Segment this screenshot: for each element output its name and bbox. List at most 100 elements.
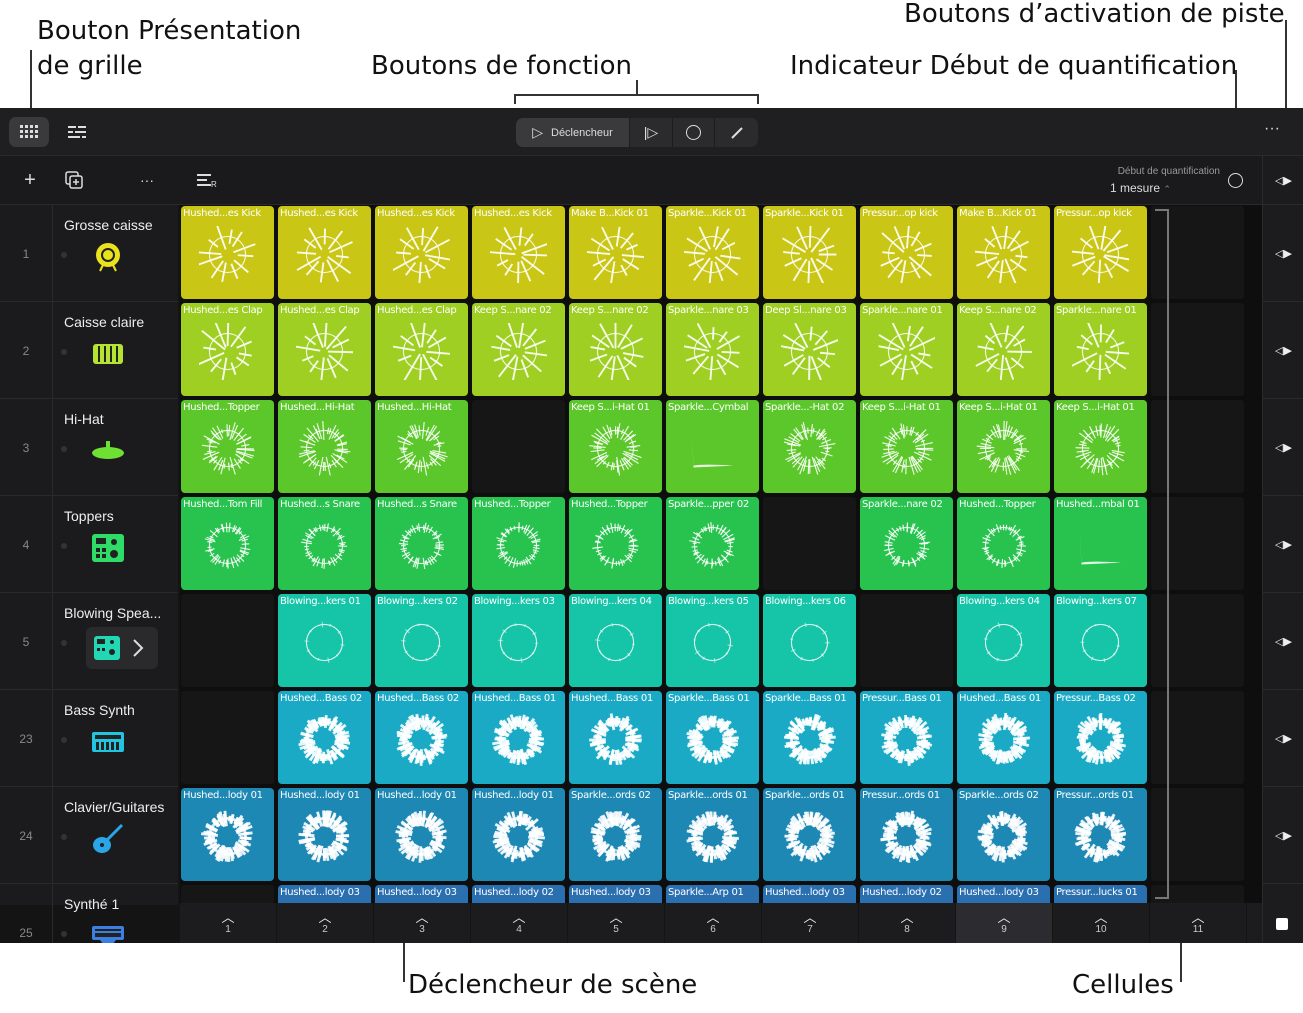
loop-cell[interactable]: Hushed...mbal 01 — [1054, 497, 1147, 590]
loop-cell[interactable]: Pressur...Bass 02 — [1054, 691, 1147, 784]
loop-cell[interactable]: Hushed...Bass 01 — [472, 691, 565, 784]
loop-cell[interactable]: Blowing...kers 01 — [278, 594, 371, 687]
track-activation-button[interactable]: ◁▶ — [1263, 496, 1303, 593]
loop-cell[interactable]: Sparkle...ords 01 — [763, 788, 856, 881]
loop-cell[interactable]: Sparkle...Kick 01 — [763, 206, 856, 299]
loop-cell[interactable]: Sparkle...Bass 01 — [666, 691, 759, 784]
scene-trigger-3[interactable]: ︿3 — [374, 903, 471, 943]
loop-cell[interactable]: Pressur...op kick — [860, 206, 953, 299]
edit-button[interactable] — [715, 118, 758, 147]
loop-cell[interactable]: Sparkle...nare 02 — [860, 497, 953, 590]
loop-cell[interactable]: Hushed...Bass 01 — [957, 691, 1050, 784]
loop-cell[interactable]: Sparkle...Cymbal — [666, 400, 759, 493]
empty-slot[interactable] — [472, 400, 565, 493]
loop-cell[interactable]: Sparkle...nare 01 — [1054, 303, 1147, 396]
loop-cell[interactable]: Hushed...lody 01 — [278, 788, 371, 881]
scene-trigger-6[interactable]: ︿6 — [665, 903, 762, 943]
empty-slot[interactable] — [1151, 788, 1244, 881]
loop-cell[interactable]: Keep S...nare 02 — [472, 303, 565, 396]
loop-cell[interactable]: Blowing...kers 06 — [763, 594, 856, 687]
loop-cell[interactable]: Blowing...kers 07 — [1054, 594, 1147, 687]
more-options-button[interactable]: ··· — [1264, 120, 1280, 137]
empty-slot[interactable] — [1151, 400, 1244, 493]
loop-cell[interactable]: Sparkle...nare 03 — [666, 303, 759, 396]
trigger-button[interactable]: ▷ Déclencheur — [516, 118, 630, 147]
track-activation-button[interactable]: ◁▶ — [1263, 593, 1303, 690]
scene-trigger-1[interactable]: ︿1 — [180, 903, 277, 943]
loop-cell[interactable]: Hushed...es Clap — [181, 303, 274, 396]
scene-trigger-2[interactable]: ︿2 — [277, 903, 374, 943]
empty-slot[interactable] — [181, 691, 274, 784]
scene-trigger-7[interactable]: ︿7 — [762, 903, 859, 943]
loop-cell[interactable]: Keep S...i-Hat 01 — [860, 400, 953, 493]
loop-cell[interactable]: Blowing...kers 04 — [569, 594, 662, 687]
track-activation-button[interactable]: ◁▶ — [1263, 690, 1303, 787]
loop-cell[interactable]: Hushed...Hi-Hat — [278, 400, 371, 493]
loop-cell[interactable]: Keep S...i-Hat 01 — [1054, 400, 1147, 493]
duplicate-button[interactable] — [62, 168, 86, 192]
loop-cell[interactable]: Sparkle...ords 01 — [666, 788, 759, 881]
loop-cell[interactable]: Hushed...es Kick — [375, 206, 468, 299]
loop-cell[interactable]: Hushed...es Clap — [278, 303, 371, 396]
loop-cell[interactable]: Sparkle...Kick 01 — [666, 206, 759, 299]
loop-cell[interactable]: Hushed...Topper — [472, 497, 565, 590]
loop-cell[interactable]: Hushed...lody 01 — [375, 788, 468, 881]
loop-cell[interactable]: Hushed...lody 01 — [181, 788, 274, 881]
track-activation-button[interactable]: ◁▶ — [1263, 205, 1303, 302]
quantize-value[interactable]: 1 mesure ⌃ — [1110, 181, 1171, 195]
empty-slot[interactable] — [1151, 206, 1244, 299]
empty-slot[interactable] — [763, 497, 856, 590]
loop-cell[interactable]: Sparkle...nare 01 — [860, 303, 953, 396]
loop-cell[interactable]: Hushed...es Clap — [375, 303, 468, 396]
empty-slot[interactable] — [1151, 594, 1244, 687]
activate-all-button[interactable]: ◁▶ — [1263, 156, 1303, 205]
loop-cell[interactable]: Blowing...kers 04 — [957, 594, 1050, 687]
tracks-view-button[interactable] — [57, 117, 97, 147]
loop-cell[interactable]: Pressur...ords 01 — [1054, 788, 1147, 881]
empty-slot[interactable] — [1151, 691, 1244, 784]
track-activation-button[interactable]: ◁▶ — [1263, 399, 1303, 496]
scene-trigger-4[interactable]: ︿4 — [471, 903, 568, 943]
loop-cell[interactable]: Hushed...Topper — [957, 497, 1050, 590]
add-track-button[interactable]: + — [18, 168, 42, 192]
loop-cell[interactable]: Deep Sl...nare 03 — [763, 303, 856, 396]
loop-cell[interactable]: Hushed...es Kick — [181, 206, 274, 299]
queue-button[interactable]: |▷ — [630, 118, 673, 147]
loop-cell[interactable]: Hushed...Bass 01 — [569, 691, 662, 784]
scene-trigger-9[interactable]: ︿9 — [956, 903, 1053, 943]
track-options-button[interactable]: ··· — [140, 172, 154, 188]
loop-cell[interactable]: Hushed...s Snare — [375, 497, 468, 590]
loop-cell[interactable]: Keep S...nare 02 — [957, 303, 1050, 396]
loop-cell[interactable]: Sparkle...pper 02 — [666, 497, 759, 590]
loop-cell[interactable]: Keep S...nare 02 — [569, 303, 662, 396]
empty-slot[interactable] — [860, 594, 953, 687]
loop-cell[interactable]: Pressur...op kick — [1054, 206, 1147, 299]
empty-slot[interactable] — [1151, 497, 1244, 590]
loop-cell[interactable]: Make B...Kick 01 — [957, 206, 1050, 299]
scene-trigger-8[interactable]: ︿8 — [859, 903, 956, 943]
loop-cell[interactable]: Hushed...Topper — [569, 497, 662, 590]
loop-cell[interactable]: Sparkle...Bass 01 — [763, 691, 856, 784]
loop-cell[interactable]: Pressur...ords 01 — [860, 788, 953, 881]
loop-cell[interactable]: Hushed...Topper — [181, 400, 274, 493]
loop-cell[interactable]: Sparkle...-Hat 02 — [763, 400, 856, 493]
loop-cell[interactable]: Blowing...kers 05 — [666, 594, 759, 687]
scene-trigger-5[interactable]: ︿5 — [568, 903, 665, 943]
loop-cell[interactable]: Hushed...es Kick — [278, 206, 371, 299]
loop-cell[interactable]: Hushed...es Kick — [472, 206, 565, 299]
remix-fx-button[interactable]: R — [196, 168, 220, 192]
loop-cell[interactable]: Pressur...Bass 01 — [860, 691, 953, 784]
record-button[interactable] — [673, 118, 715, 147]
stop-all-button[interactable] — [1276, 918, 1288, 930]
loop-cell[interactable]: Keep S...i-Hat 01 — [569, 400, 662, 493]
loop-cell[interactable]: Sparkle...ords 02 — [957, 788, 1050, 881]
loop-cell[interactable]: Blowing...kers 02 — [375, 594, 468, 687]
loop-cell[interactable]: Hushed...Tom Fill — [181, 497, 274, 590]
scene-trigger-10[interactable]: ︿10 — [1053, 903, 1150, 943]
